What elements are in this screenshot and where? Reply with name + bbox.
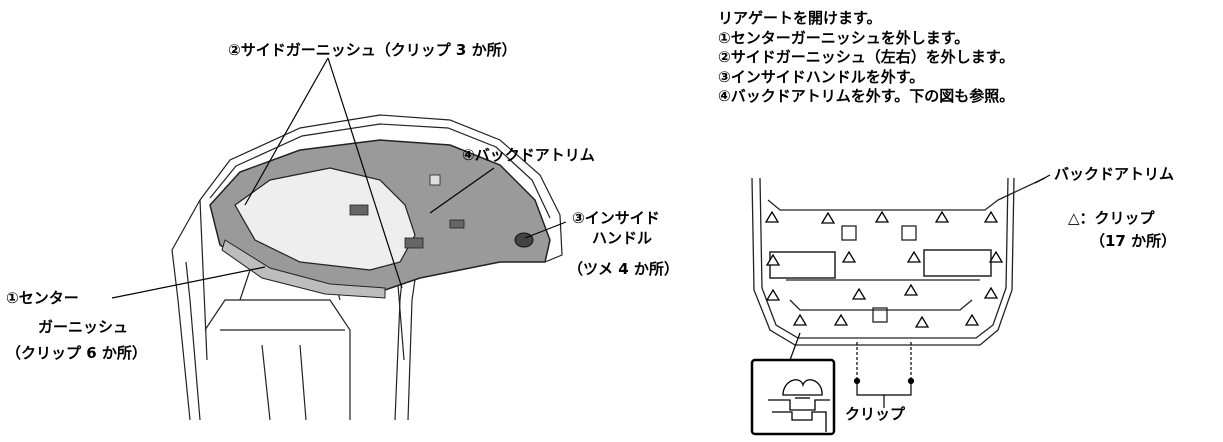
back-door-trim-label: ④バックドアトリム bbox=[462, 146, 595, 164]
center-garnish-label-1: ①センター bbox=[6, 289, 79, 307]
instruction-step: ④バックドアトリムを外す。下の図も参照。 bbox=[718, 87, 1015, 105]
instruction-steps: リアゲートを開けます。 ①センターガーニッシュを外します。 ②サイドガーニッシュ… bbox=[718, 9, 1014, 107]
center-garnish-label-2: ガーニッシュ bbox=[38, 318, 129, 336]
inside-handle-label-2: ハンドル bbox=[592, 229, 653, 247]
instruction-step: ①センターガーニッシュを外します。 bbox=[718, 28, 970, 47]
right-back-door-trim-label: バックドアトリム bbox=[1054, 165, 1175, 183]
side-garnish-label: ②サイドガーニッシュ（クリップ 3 か所） bbox=[228, 41, 517, 59]
instruction-step: ②サイドガーニッシュ（左右）を外します。 bbox=[718, 48, 1015, 66]
clip-legend-line-1: △：クリップ bbox=[1068, 209, 1155, 227]
center-garnish-label-3: （クリップ 6 か所） bbox=[6, 344, 147, 362]
inside-handle-label-1: ③インサイド bbox=[572, 209, 660, 227]
clip-label: クリップ bbox=[845, 405, 906, 423]
clip-legend-line-2: （17 か所） bbox=[1090, 232, 1177, 250]
rear-gate-illustration bbox=[111, 57, 567, 421]
inside-handle-label-3: （ツメ 4 か所） bbox=[568, 260, 679, 278]
instruction-step: ③インサイドハンドルを外す。 bbox=[718, 67, 925, 86]
instruction-step: リアゲートを開けます。 bbox=[718, 9, 882, 27]
